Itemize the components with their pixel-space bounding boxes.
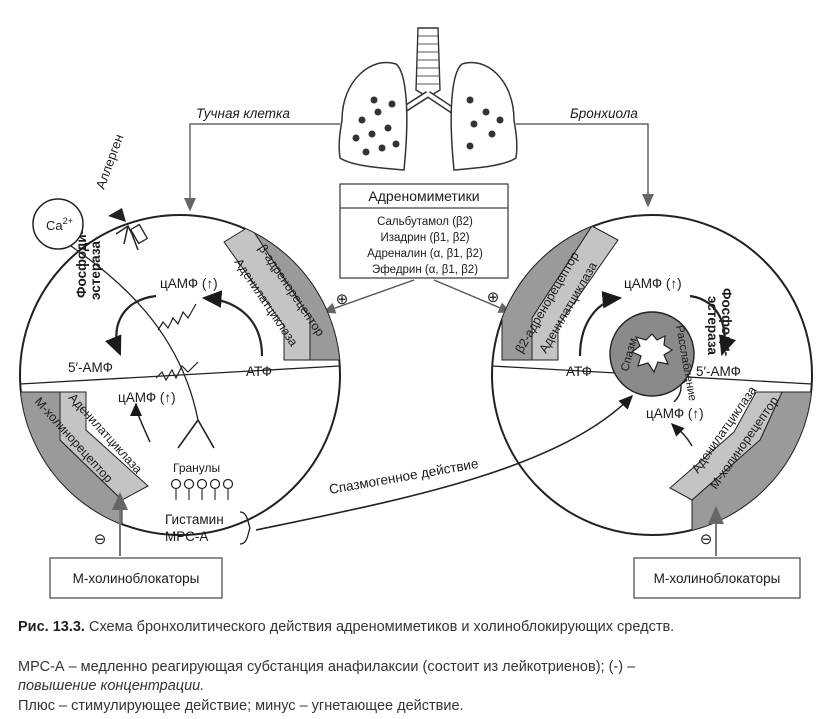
camp-up-left-top: цАМФ (↑)	[160, 276, 218, 291]
zigzag-left-top	[157, 303, 197, 331]
bronchiole-label: Бронхиола	[570, 106, 638, 121]
zigzag-left-bottom	[155, 361, 199, 382]
drug-adrenaline: Адреналин (α, β1, β2)	[367, 248, 483, 260]
mast-cell: β-адренорецептор Аденилатциклаза М-холин…	[19, 214, 341, 545]
amp5-left: 5′-АМФ	[68, 360, 113, 375]
ige-receptor	[115, 224, 139, 251]
granules-label: Гранулы	[173, 461, 220, 475]
amp5-right: 5′-АМФ	[696, 364, 741, 379]
arrow-to-beta-left	[322, 279, 415, 314]
m-blockers-right-label: М-холиноблокаторы	[654, 571, 781, 586]
arrow-to-beta-right	[433, 279, 512, 313]
phosphodiesterase-left-2: эстераза	[88, 241, 103, 300]
bronchiole-cell: β2-адренорецептор Аденилатциклаза Аденил…	[491, 214, 813, 536]
drug-ephedrine: Эфедрин (α, β1, β2)	[372, 264, 478, 276]
allergen-shape	[108, 208, 126, 222]
caption-increase: повышение концентрации.	[18, 678, 205, 694]
figure-title: Схема бронхолитического действия адреном…	[89, 619, 675, 635]
caption-plus-minus: Плюс – стимулирующее действие; минус – у…	[18, 698, 464, 714]
drug-izadrin: Изадрин (β1, β2)	[380, 232, 469, 244]
m-blockers-left: М-холиноблокаторы	[49, 557, 223, 599]
phosphodiesterase-left-1: Фосфоди-	[74, 230, 89, 298]
diagram: Тучная клетка Бронхиола Адреномиметики С…	[19, 27, 813, 599]
ca-ion-circle	[32, 198, 84, 250]
caption-line-2: МРС-А – медленно реагирующая субстанция …	[18, 658, 828, 696]
m-blockers-right: М-холиноблокаторы	[633, 557, 801, 599]
atf-right: АТФ	[566, 364, 592, 379]
mast-cell-label: Тучная клетка	[196, 106, 290, 121]
minus-sign-left: ⊖	[94, 531, 107, 548]
caption-mrs-a: МРС-А – медленно реагирующая субстанция …	[18, 659, 636, 675]
m-blockers-left-label: М-холиноблокаторы	[73, 571, 200, 586]
granules	[170, 478, 234, 490]
ca-ion-label: Ca2+	[46, 216, 73, 233]
spasmogenic-arrow	[255, 394, 634, 531]
plus-sign-left: ⊕	[336, 291, 349, 308]
adrenomimetics-box: Адреномиметики Сальбутамол (β2) Изадрин …	[339, 183, 509, 279]
caption-line-3: Плюс – стимулирующее действие; минус – у…	[18, 697, 828, 716]
camp-up-right-bottom: цАМФ (↑)	[646, 406, 704, 421]
allergen-label: Аллерген	[93, 132, 127, 191]
figure-number: Рис. 13.3.	[18, 619, 85, 635]
diagram-svg: Тучная клетка Бронхиола Адреномиметики С…	[19, 27, 813, 599]
drug-salbutamol: Сальбутамол (β2)	[377, 216, 473, 228]
mrs-a-label: МРС-А	[165, 529, 208, 544]
atf-left: АТФ	[246, 364, 272, 379]
adrenomimetics-title: Адреномиметики	[368, 188, 479, 204]
minus-sign-right: ⊖	[700, 531, 713, 548]
spasmogenic-label: Спазмогенное действие	[328, 456, 480, 497]
mast-cell-connector	[184, 123, 340, 212]
camp-up-right-top: цАМФ (↑)	[624, 276, 682, 291]
bronchiole-lumen	[630, 333, 674, 374]
histamine-label: Гистамин	[165, 512, 224, 527]
figure-caption: Рис. 13.3. Схема бронхолитического дейст…	[18, 618, 828, 637]
camp-up-left-bottom: цАМФ (↑)	[118, 390, 176, 405]
bronchiole-connector	[516, 123, 654, 208]
plus-sign-right: ⊕	[487, 289, 500, 306]
lungs-illustration	[338, 27, 518, 171]
